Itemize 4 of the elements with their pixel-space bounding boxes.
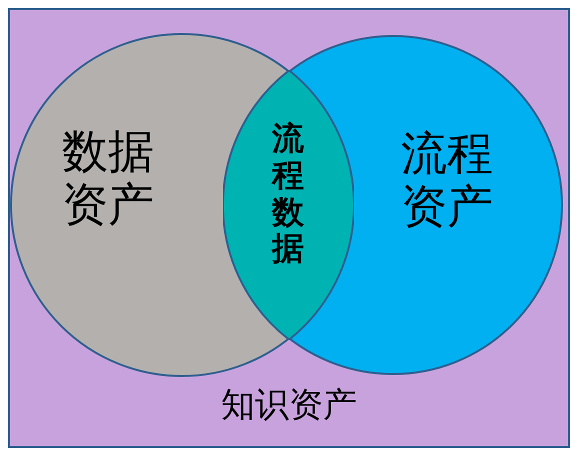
node-label: 知识资产 (220, 386, 358, 426)
node-label: 流程数据 (270, 120, 305, 268)
node-label: 数据资产 (62, 125, 155, 231)
node-label: 流程资产 (401, 127, 494, 233)
